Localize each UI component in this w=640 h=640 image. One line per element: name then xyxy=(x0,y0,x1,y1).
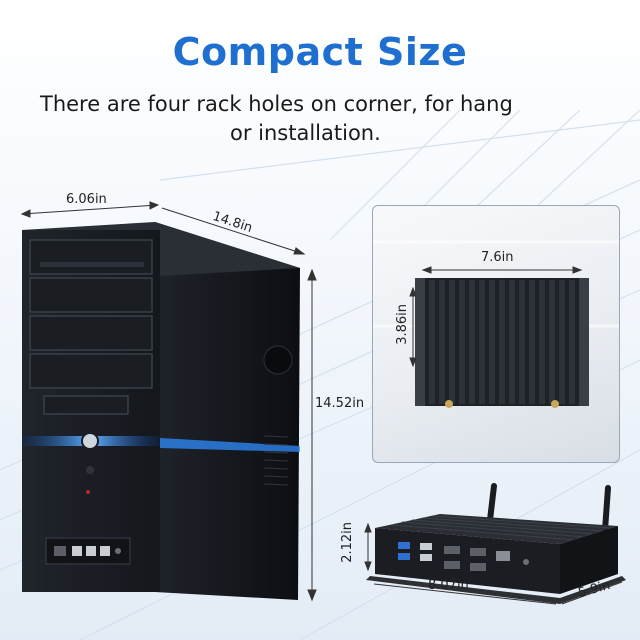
desk-pc-length-label: 8.07in xyxy=(428,578,469,593)
mini-pc-wall-illustration xyxy=(373,240,619,408)
wall-mount-panel: 7.6in 3.86in xyxy=(372,205,620,463)
desk-pc-height-label: 2.12in xyxy=(340,522,355,563)
antenna-right xyxy=(602,485,611,533)
subtitle-line-1: There are four rack holes on corner, for… xyxy=(40,92,513,116)
subtitle-line-2: or installation. xyxy=(230,121,381,145)
page-subtitle: There are four rack holes on corner, for… xyxy=(40,90,600,148)
tower-power-button xyxy=(81,432,99,450)
wall-pc-width-label: 7.6in xyxy=(481,250,514,265)
tower-width-label: 6.06in xyxy=(66,192,107,207)
page-title: Compact Size xyxy=(172,30,468,74)
tower-height-label: 14.52in xyxy=(315,396,365,411)
tower-side-panel xyxy=(155,222,300,600)
antenna-left xyxy=(487,483,497,523)
